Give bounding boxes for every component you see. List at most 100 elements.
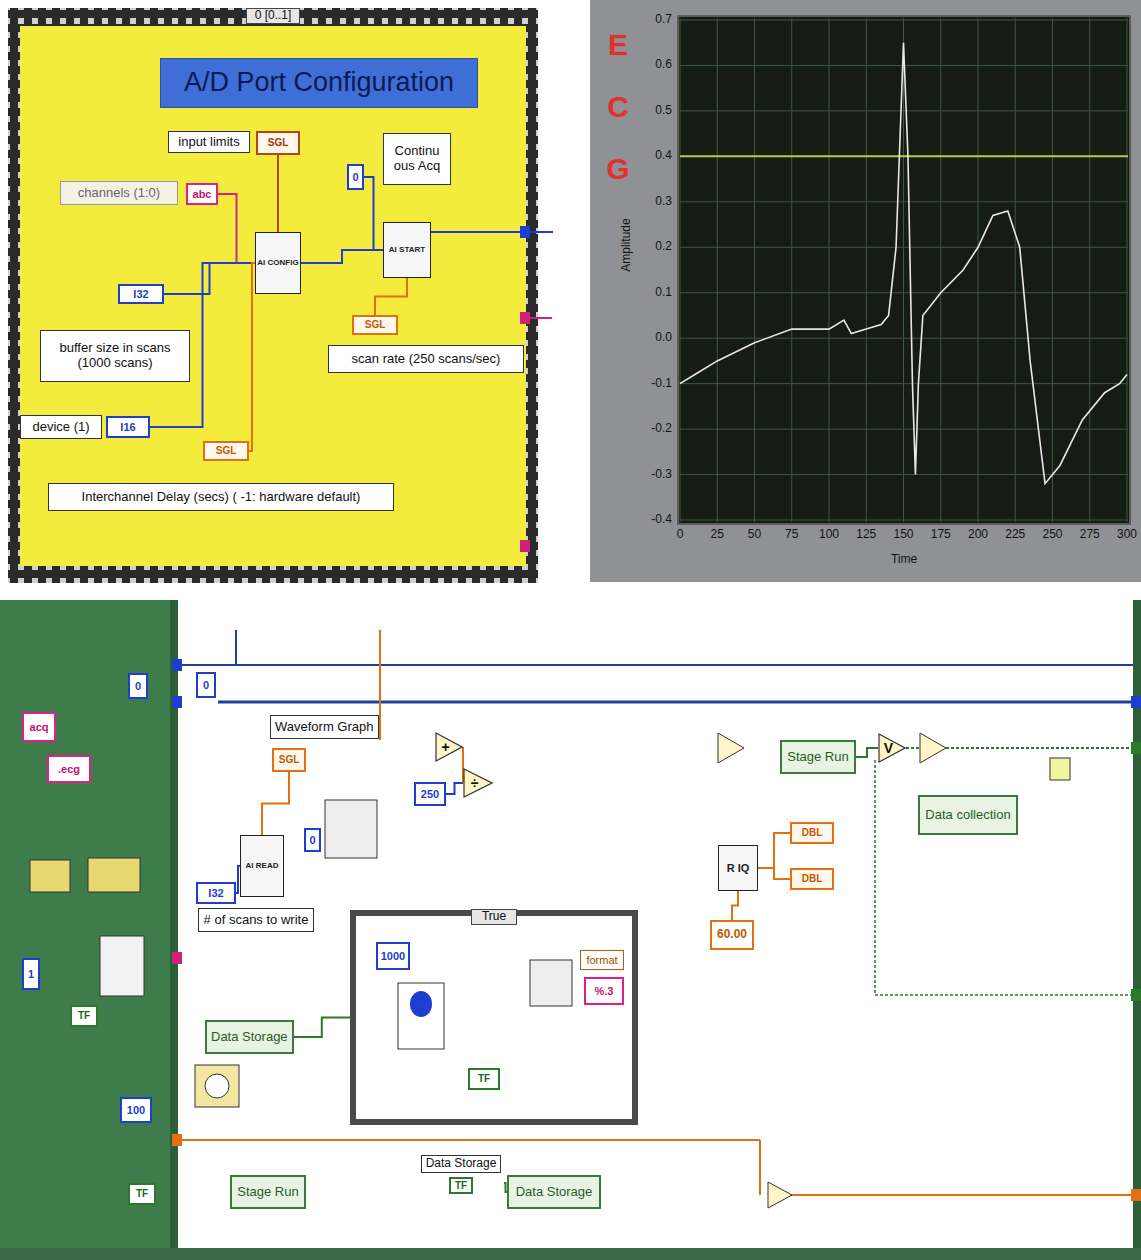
tunnel <box>520 226 530 238</box>
graph-panel <box>590 0 1141 582</box>
label-box: input limits <box>168 131 250 153</box>
tick-label: 0.6 <box>610 57 672 71</box>
frame-title: A/D Port Configuration <box>160 58 478 108</box>
grid-line <box>978 18 979 522</box>
numeric-constant: 0 <box>347 164 364 190</box>
grid-line <box>680 18 681 522</box>
label-box: scan rate (250 scans/sec) <box>328 345 524 373</box>
tick-label: -0.2 <box>610 421 672 435</box>
structure-selector: 0 [0..1] <box>246 8 301 24</box>
tick-label: 25 <box>697 527 737 541</box>
node-text: DBL <box>802 873 823 885</box>
boolean-terminal: TF <box>449 1177 473 1195</box>
triangle-outline <box>879 734 905 762</box>
label-box: Waveform Graph <box>270 715 379 739</box>
local-variable: Data Storage <box>205 1020 294 1054</box>
numeric-constant: 0 <box>128 673 148 699</box>
node-text: 1000 <box>381 950 405 963</box>
data-wire <box>759 1140 761 1195</box>
grid-line <box>680 201 1128 202</box>
node-text: ÷ <box>471 775 479 791</box>
tick-label: -0.1 <box>610 376 672 390</box>
wire <box>758 833 790 868</box>
tick-label: 175 <box>921 527 961 541</box>
control-label: Data Storage <box>421 1155 502 1173</box>
tunnel <box>1131 1189 1141 1201</box>
tunnel <box>172 659 182 671</box>
node-text: buffer size in scans (1000 scans) <box>44 341 186 371</box>
file-symbol <box>410 991 432 1017</box>
function-symbol: V <box>878 733 906 763</box>
float-terminal: DBL <box>790 868 834 890</box>
tick-label: 0.3 <box>610 194 672 208</box>
numeric-constant: I32 <box>196 882 236 904</box>
local-variable: Stage Run <box>780 740 856 774</box>
tick-label: 75 <box>772 527 812 541</box>
node-text: %.3 <box>595 985 614 998</box>
tick-label: 300 <box>1107 527 1141 541</box>
wire <box>262 772 289 835</box>
local-variable: Data Storage <box>507 1175 601 1209</box>
ecg-trace <box>680 43 1127 484</box>
grid-line <box>680 520 1128 521</box>
tunnel <box>1131 696 1141 708</box>
sequence-frame <box>8 8 538 583</box>
frame-edge <box>0 1248 1141 1260</box>
label-box: # of scans to write <box>198 908 314 932</box>
grid-line <box>866 18 867 522</box>
tick-label: 225 <box>995 527 1035 541</box>
label-box: format <box>580 950 624 970</box>
tunnel <box>172 1134 182 1146</box>
stop-symbol <box>1050 758 1070 780</box>
wait-icon <box>195 1065 239 1107</box>
task-wire <box>431 231 553 233</box>
label-box: Continu ous Acq <box>383 133 451 185</box>
node-text: SGL <box>268 137 289 149</box>
boolean-terminal: TF <box>70 1005 98 1027</box>
grid-line <box>1015 18 1016 522</box>
triangle-outline <box>436 733 462 761</box>
wire <box>294 1018 350 1038</box>
node-text: Stage Run <box>237 1185 298 1200</box>
node-text: 0 <box>309 834 315 847</box>
wire <box>301 250 383 263</box>
node-text: input limits <box>178 135 239 150</box>
tick-label: 0.2 <box>610 239 672 253</box>
numeric-constant: 250 <box>414 782 446 806</box>
subvi-icon <box>100 936 144 996</box>
function-symbol: ÷ <box>463 768 493 798</box>
node-text: 0 <box>352 171 358 184</box>
local-variable: Stage Run <box>230 1175 306 1209</box>
tick-label: -0.3 <box>610 467 672 481</box>
data-wire <box>790 1194 1133 1196</box>
node-text: device (1) <box>32 420 89 435</box>
ecg-plot <box>678 16 1130 524</box>
node-text: abc <box>193 188 212 201</box>
numeric-constant: I16 <box>106 416 150 438</box>
node-text: TF <box>78 1010 90 1022</box>
node-text: 0 <box>135 680 141 693</box>
node-text: TF <box>478 1073 490 1085</box>
boolean-wire <box>874 760 876 995</box>
boolean-wire <box>946 747 1133 749</box>
label-box: buffer size in scans (1000 scans) <box>40 330 190 382</box>
grid-line <box>1127 18 1128 522</box>
structure-selector: True <box>471 909 517 925</box>
tunnel <box>520 540 530 552</box>
wire <box>856 748 878 757</box>
wire <box>446 783 463 794</box>
subvi-icon: AI START <box>383 222 431 278</box>
tunnel <box>172 952 182 964</box>
float-terminal: DBL <box>790 822 834 844</box>
node-text: AI CONFIG <box>257 258 298 267</box>
subvi-icon: AI READ <box>240 835 284 897</box>
grid-line <box>680 155 1128 157</box>
boolean-terminal: TF <box>468 1068 500 1090</box>
numeric-constant: I32 <box>118 284 164 304</box>
node-text: format <box>586 954 617 967</box>
tick-label: -0.4 <box>610 512 672 526</box>
sequence-frame: 0 [0..1] A/D Port Configuration input limi… <box>8 8 538 583</box>
node-text: TF <box>136 1188 148 1200</box>
float-constant: 60.00 <box>710 920 754 950</box>
node-text: SGL <box>279 754 300 766</box>
